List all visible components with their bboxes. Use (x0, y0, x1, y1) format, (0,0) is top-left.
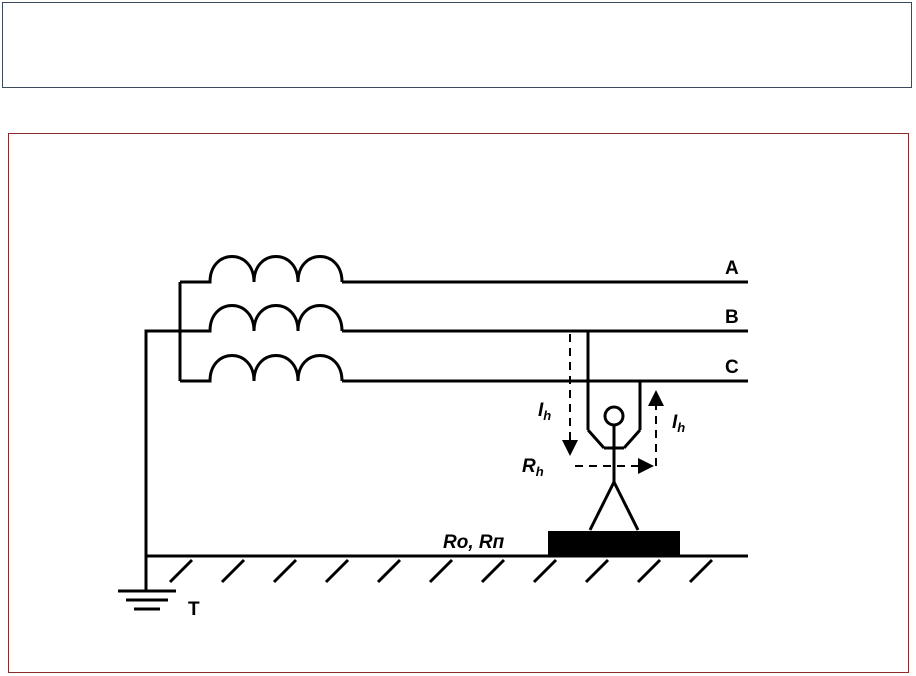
standing-plate (548, 531, 680, 555)
body-resistance-label: Rh (522, 456, 544, 479)
diagram-frame (8, 133, 909, 673)
neutral-wire (144, 329, 210, 590)
person-icon (586, 331, 642, 531)
phase-a-coil (180, 255, 344, 284)
phase-c-coil (180, 354, 344, 383)
ground-resistance-label: Ro, Rп (443, 532, 505, 553)
phase-c-label: C (725, 357, 739, 378)
earth-hatching (168, 558, 714, 584)
ground-terminal-label: T (188, 599, 200, 620)
phase-b-coil (180, 304, 344, 333)
phase-b-label: B (725, 307, 739, 328)
header-box (2, 2, 912, 88)
current-left-label: Ih (538, 400, 551, 423)
phase-a-label: A (725, 258, 739, 279)
current-right-label: Ih (672, 412, 685, 435)
